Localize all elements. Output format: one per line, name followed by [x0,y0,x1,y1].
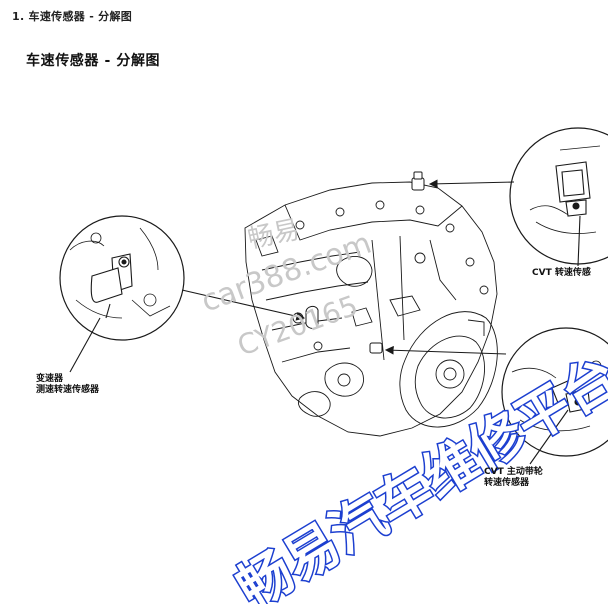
transmission-assembly [244,181,498,437]
watermark-gray: 畅易 car388.com CY20165 [197,215,376,363]
callout-label-left-line1: 变速器 [36,374,64,384]
callout-label-right-top: CVT 转速传感 [532,268,591,279]
leader-arrow-right-bottom [384,345,507,355]
leader-line-right-bottom-label [529,409,569,465]
vehicle-speed-sensor-icon [90,253,133,319]
callout-label-right-bottom: CVT 主动带轮 转速传感器 [484,467,543,489]
sensor-mount-bottom [369,342,383,354]
sensor-mount-left [305,305,319,329]
cvt-drive-pulley-speed-sensor-icon [551,379,591,413]
callout-label-right-top-line1: CVT 转速传感 [532,268,591,278]
cvt-speed-sensor-icon [555,161,591,217]
leader-line-right-top-label [577,215,581,267]
leader-line-left-label [69,317,101,373]
callout-label-left: 变速器 测速转速传感器 [36,374,99,396]
watermark-line-1: 畅易 [245,215,302,255]
callout-label-right-bottom-line1: CVT 主动带轮 [484,467,543,477]
leader-lines [69,179,581,465]
leader-arrow-right-top [428,179,515,189]
callout-label-right-bottom-line2: 转速传感器 [484,478,530,488]
callout-label-left-line2: 测速转速传感器 [36,385,100,395]
page-title: 车速传感器 - 分解图 [26,53,161,69]
breadcrumb: 1. 车速传感器 - 分解图 [12,10,133,23]
leader-arrow-left [181,289,306,321]
sensor-mount-top [411,171,425,191]
